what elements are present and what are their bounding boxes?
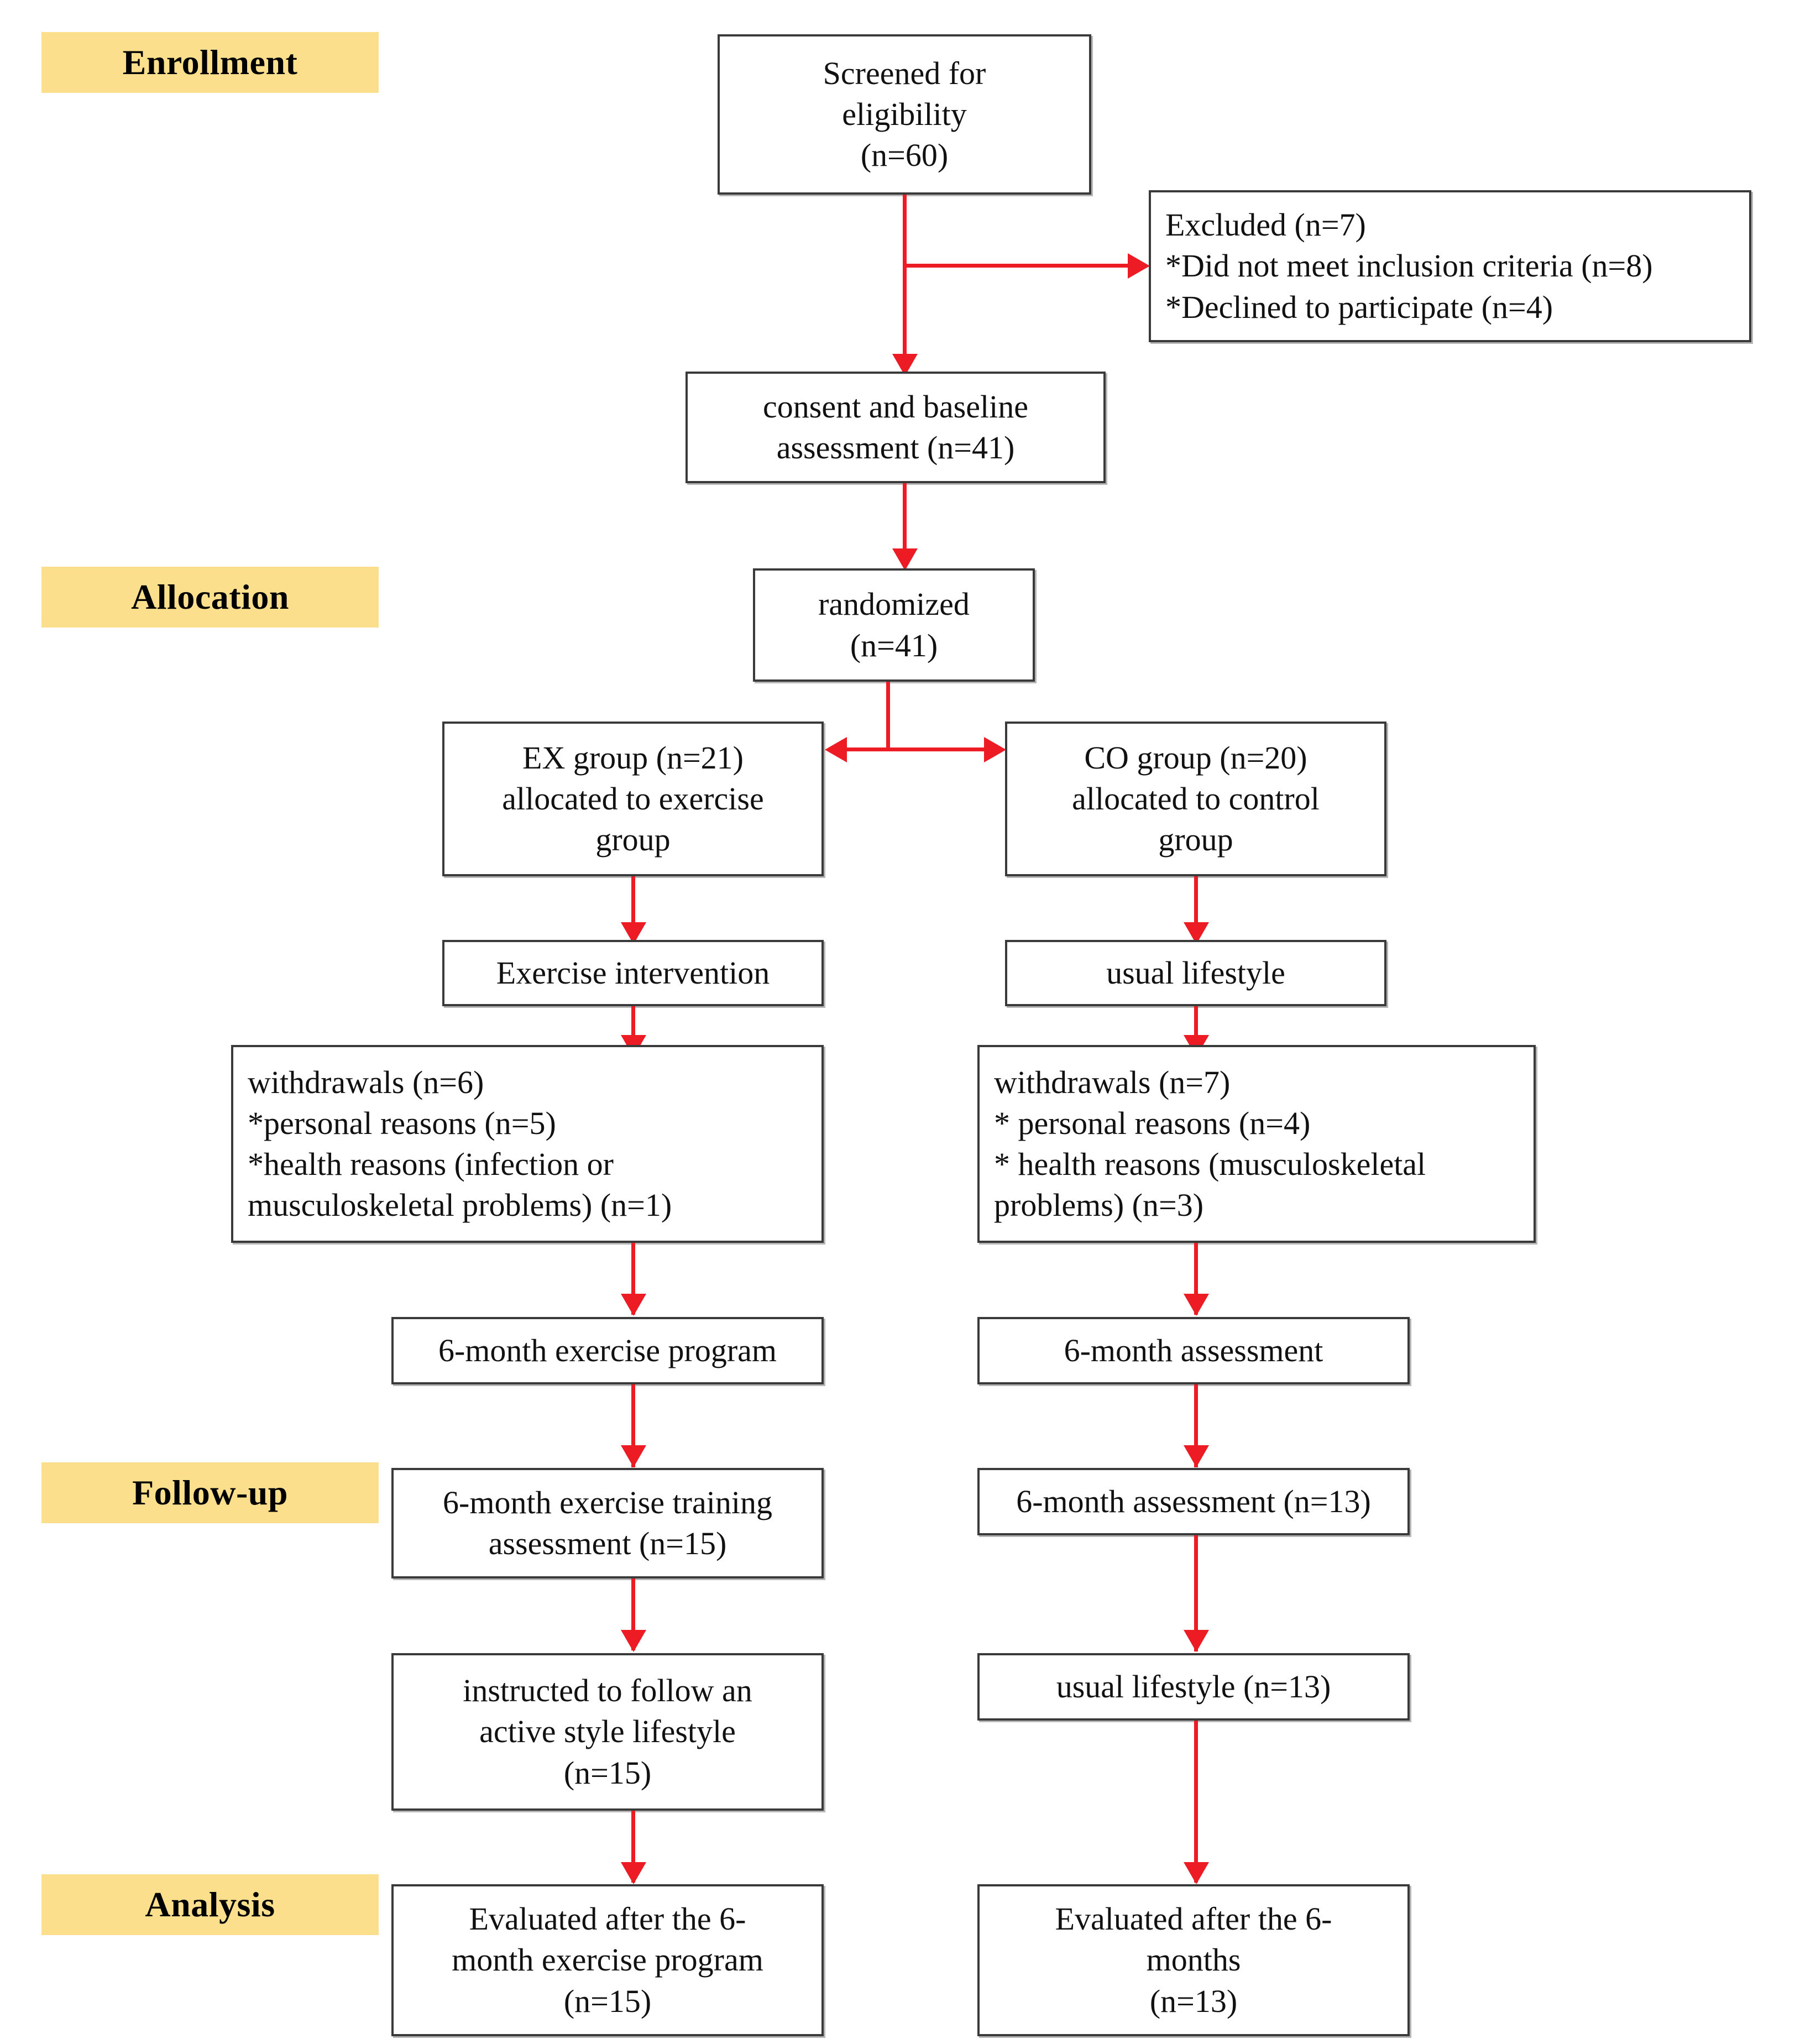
co-group-line-1: CO group (n=20)	[1084, 739, 1307, 776]
connector-usual-lifestyle-to-evaluated-arrow	[1184, 1862, 1209, 1884]
connector-randomized-split-vertical	[886, 682, 890, 751]
box-evaluated-exercise: Evaluated after the 6- month exercise pr…	[391, 1884, 824, 2036]
box-consent-baseline: consent and baseline assessment (n=41)	[685, 372, 1106, 483]
box-ex-group: EX group (n=21) allocated to exercise gr…	[442, 722, 824, 876]
evaluated-exercise-line-1: Evaluated after the 6-	[469, 1901, 746, 1937]
training-assessment-line-2: assessment (n=15)	[488, 1525, 727, 1561]
box-6month-assessment-second: 6-month assessment (n=13)	[977, 1468, 1410, 1535]
connector-active-lifestyle-to-evaluated-arrow	[621, 1862, 646, 1884]
connector-usual-to-withdrawals-line	[1194, 1006, 1198, 1059]
co-group-line-2: allocated to control	[1072, 780, 1320, 817]
connector-screened-to-excluded-arrow	[1128, 253, 1150, 279]
box-6month-exercise-program: 6-month exercise program	[391, 1317, 824, 1384]
six-month-assessment-1-line-1: 6-month assessment	[1064, 1332, 1323, 1368]
connector-exgroup-to-intervention-line	[631, 876, 635, 943]
co-withdrawals-line-3: * health reasons (musculoskeletal	[994, 1146, 1426, 1182]
connector-assessment2-to-usual-lifestyle-line	[1194, 1535, 1198, 1651]
stage-label-analysis-text: Analysis	[145, 1885, 275, 1924]
box-screened-for-eligibility: Screened for eligibility (n=60)	[718, 34, 1091, 195]
box-co-group: CO group (n=20) allocated to control gro…	[1005, 722, 1386, 876]
training-assessment-line-1: 6-month exercise training	[443, 1484, 772, 1520]
box-usual-lifestyle-n13: usual lifestyle (n=13)	[977, 1653, 1410, 1721]
connector-training-to-active-lifestyle-arrow	[621, 1630, 646, 1652]
usual-lifestyle-top-line-1: usual lifestyle	[1106, 954, 1285, 991]
connector-exwithdrawals-to-program-line	[631, 1243, 635, 1315]
ex-group-line-1: EX group (n=21)	[522, 739, 744, 776]
excluded-line-1: Excluded (n=7)	[1165, 207, 1366, 243]
ex-withdrawals-line-1: withdrawals (n=6)	[248, 1064, 484, 1100]
stage-label-enrollment: Enrollment	[41, 32, 379, 93]
connector-assessment1-to-assessment2-line	[1194, 1384, 1198, 1467]
six-month-program-line-1: 6-month exercise program	[438, 1332, 777, 1368]
randomized-line-1: randomized	[818, 586, 970, 623]
ex-group-line-3: group	[595, 822, 671, 858]
stage-label-allocation-text: Allocation	[131, 577, 289, 616]
connector-randomized-to-co-arrow	[984, 737, 1006, 762]
connector-cowithdrawals-to-assessment-line	[1194, 1243, 1198, 1315]
connector-training-to-active-lifestyle-line	[631, 1578, 635, 1650]
active-lifestyle-line-1: instructed to follow an	[463, 1672, 752, 1709]
randomized-line-2: (n=41)	[850, 627, 938, 663]
connector-assessment2-to-usual-lifestyle-arrow	[1184, 1630, 1209, 1652]
evaluated-control-line-2: months	[1146, 1942, 1241, 1978]
connector-assessment1-to-assessment2-arrow	[1184, 1445, 1209, 1467]
connector-exwithdrawals-to-program-arrow	[621, 1294, 646, 1316]
stage-label-allocation: Allocation	[41, 567, 379, 628]
screened-line-3: (n=60)	[860, 137, 949, 174]
box-instructed-active-lifestyle: instructed to follow an active style lif…	[391, 1653, 824, 1811]
connector-program-to-training-assessment-arrow	[621, 1445, 646, 1467]
excluded-line-3: *Declined to participate (n=4)	[1165, 289, 1553, 325]
connector-screened-to-consent-line	[903, 195, 907, 360]
connector-program-to-training-assessment-line	[631, 1384, 635, 1467]
evaluated-exercise-line-3: (n=15)	[563, 1983, 652, 2019]
exercise-intervention-line-1: Exercise intervention	[496, 954, 770, 991]
ex-withdrawals-line-3: *health reasons (infection or	[248, 1146, 614, 1182]
connector-randomized-split-horizontal	[846, 747, 990, 751]
stage-label-enrollment-text: Enrollment	[122, 43, 298, 82]
evaluated-control-line-3: (n=13)	[1149, 1983, 1238, 2019]
connector-screened-to-excluded-line	[904, 264, 1135, 268]
active-lifestyle-line-3: (n=15)	[563, 1754, 652, 1791]
excluded-line-2: *Did not meet inclusion criteria (n=8)	[1165, 248, 1653, 284]
six-month-assessment-2-line-1: 6-month assessment (n=13)	[1016, 1483, 1371, 1519]
usual-lifestyle-n13-line-1: usual lifestyle (n=13)	[1056, 1668, 1331, 1705]
connector-randomized-to-ex-arrow	[825, 737, 847, 762]
connector-usual-lifestyle-to-evaluated-line	[1194, 1721, 1198, 1883]
connector-cowithdrawals-to-assessment-arrow	[1184, 1294, 1209, 1316]
box-co-withdrawals: withdrawals (n=7) * personal reasons (n=…	[977, 1045, 1536, 1243]
active-lifestyle-line-2: active style lifestyle	[479, 1713, 736, 1750]
box-excluded: Excluded (n=7) *Did not meet inclusion c…	[1149, 190, 1751, 342]
co-withdrawals-line-4: problems) (n=3)	[994, 1187, 1204, 1224]
box-usual-lifestyle-top: usual lifestyle	[1005, 940, 1386, 1006]
consent-line-2: assessment (n=41)	[776, 430, 1015, 466]
screened-line-2: eligibility	[842, 96, 967, 132]
connector-consent-to-randomized-arrow	[892, 548, 918, 571]
connector-active-lifestyle-to-evaluated-line	[631, 1811, 635, 1883]
evaluated-exercise-line-2: month exercise program	[452, 1942, 763, 1978]
box-randomized: randomized (n=41)	[753, 568, 1035, 682]
ex-withdrawals-line-2: *personal reasons (n=5)	[248, 1105, 556, 1141]
box-6month-exercise-training-assessment: 6-month exercise training assessment (n=…	[391, 1468, 824, 1578]
box-evaluated-control: Evaluated after the 6- months (n=13)	[977, 1884, 1410, 2036]
box-6month-assessment-first: 6-month assessment	[977, 1317, 1410, 1384]
box-exercise-intervention: Exercise intervention	[442, 940, 824, 1006]
connector-intervention-to-withdrawals-line	[631, 1006, 635, 1059]
co-group-line-3: group	[1158, 822, 1233, 858]
connector-cogroup-to-usual-line	[1194, 876, 1198, 943]
stage-label-analysis: Analysis	[41, 1874, 379, 1935]
screened-line-1: Screened for	[823, 55, 986, 91]
consent-line-1: consent and baseline	[763, 388, 1028, 425]
co-withdrawals-line-2: * personal reasons (n=4)	[994, 1105, 1311, 1141]
ex-group-line-2: allocated to exercise	[502, 780, 764, 817]
co-withdrawals-line-1: withdrawals (n=7)	[994, 1064, 1231, 1100]
evaluated-control-line-1: Evaluated after the 6-	[1055, 1901, 1332, 1937]
box-ex-withdrawals: withdrawals (n=6) *personal reasons (n=5…	[231, 1045, 824, 1243]
ex-withdrawals-line-4: musculoskeletal problems) (n=1)	[248, 1187, 672, 1224]
stage-label-followup-text: Follow-up	[132, 1473, 288, 1512]
stage-label-followup: Follow-up	[41, 1462, 379, 1523]
connector-consent-to-randomized-line	[903, 483, 907, 556]
